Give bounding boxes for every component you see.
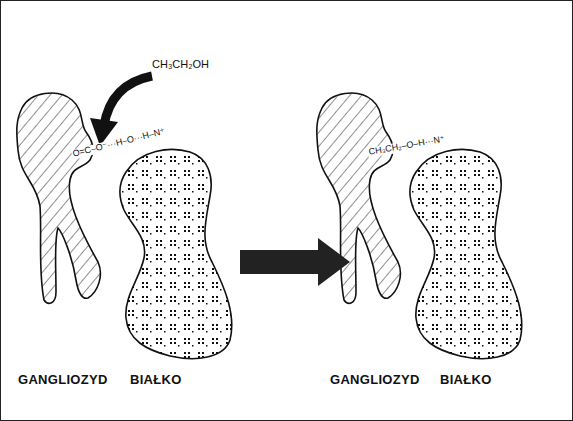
protein-shape: [410, 149, 522, 358]
ganglioside-shape: [17, 93, 101, 303]
protein-shape: [120, 149, 232, 358]
part-name: BIAŁKO: [130, 372, 182, 387]
part-name: BIAŁKO: [440, 372, 492, 387]
part-name: GANGLIOZYD: [18, 372, 108, 387]
curved-arrow: [104, 76, 152, 126]
ethanol-formula: CH₃CH₂OH: [150, 58, 211, 70]
reaction-arrow: [240, 238, 350, 286]
part-name: GANGLIOZYD: [330, 372, 420, 387]
